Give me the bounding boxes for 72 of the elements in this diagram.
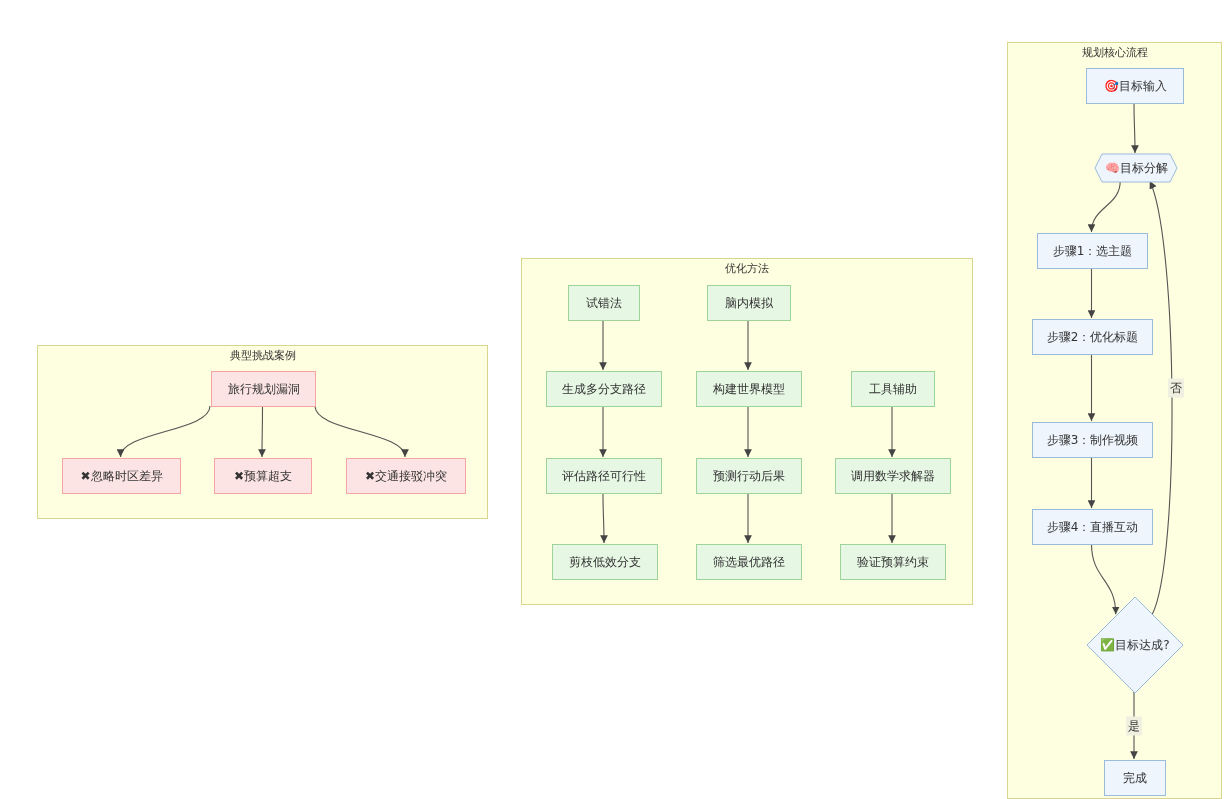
arrow (600, 492, 608, 544)
arrow (1087, 267, 1096, 319)
node-label: 步骤4：直播互动 (1046, 519, 1139, 535)
process-box (568, 285, 640, 321)
node-label: 调用数学求解器 (851, 468, 935, 484)
process-box (214, 458, 312, 494)
arrow (599, 319, 607, 371)
arrow (119, 405, 211, 458)
node-label: 工具辅助 (869, 381, 917, 397)
node-label: 🧠目标分解 (1104, 160, 1168, 176)
process-box (835, 458, 951, 494)
process-box (1086, 68, 1184, 104)
group-title: 规划核心流程 (1081, 46, 1148, 60)
process-box (546, 371, 662, 407)
arrow (744, 319, 752, 371)
arrow (1087, 353, 1096, 422)
node-label: 脑内模拟 (725, 295, 773, 311)
group-title: 典型挑战案例 (229, 349, 296, 363)
edge-label: 否 (1168, 378, 1184, 398)
process-box (840, 544, 946, 580)
node-label: 构建世界模型 (713, 381, 785, 397)
group-panel (521, 258, 973, 605)
arrow (888, 405, 896, 458)
process-box (1032, 319, 1153, 355)
node-label: ✖预算超支 (233, 468, 293, 484)
process-box (62, 458, 181, 494)
group-title: 优化方法 (725, 262, 769, 276)
node-label: 完成 (1123, 770, 1147, 786)
node-label: ✅目标达成? (1100, 637, 1170, 653)
group-panel (37, 345, 488, 519)
arrow (1148, 180, 1173, 615)
node-label: ✖交通接驳冲突 (364, 468, 448, 484)
hexagon-node (1095, 154, 1177, 182)
node-label: 预测行动后果 (713, 468, 785, 484)
arrow (258, 405, 266, 458)
process-box (696, 544, 802, 580)
process-box (1032, 422, 1153, 458)
process-box (1032, 509, 1153, 545)
node-label: 验证预算约束 (857, 554, 929, 570)
decision-diamond (1087, 597, 1183, 693)
process-box (851, 371, 935, 407)
node-label: ✖忽略时区差异 (80, 468, 163, 484)
process-box (696, 458, 802, 494)
arrow (1087, 456, 1096, 509)
node-label: 试错法 (586, 295, 622, 311)
process-box (346, 458, 466, 494)
arrow (744, 405, 752, 458)
edge-label: 是 (1126, 716, 1142, 735)
group-panel (1007, 42, 1222, 799)
process-box (1104, 760, 1166, 796)
node-label: 步骤3：制作视频 (1046, 432, 1139, 448)
arrow (888, 492, 896, 544)
arrow (1131, 102, 1139, 154)
node-label: 步骤1：选主题 (1052, 243, 1133, 259)
process-box (211, 371, 316, 407)
arrow (1090, 543, 1120, 615)
process-box (546, 458, 662, 494)
arrow (314, 405, 407, 458)
arrow (1088, 180, 1121, 233)
process-box (696, 371, 802, 407)
node-label: 剪枝低效分支 (569, 554, 641, 570)
process-box (1037, 233, 1148, 269)
node-label: 🎯目标输入 (1103, 78, 1167, 94)
process-box (707, 285, 791, 321)
node-label: 旅行规划漏洞 (227, 381, 300, 397)
arrow (744, 492, 752, 544)
node-label: 生成多分支路径 (562, 381, 646, 397)
arrow (599, 405, 607, 458)
node-label: 步骤2：优化标题 (1046, 329, 1139, 345)
node-label: 筛选最优路径 (713, 554, 785, 570)
process-box (552, 544, 658, 580)
node-label: 评估路径可行性 (562, 468, 646, 484)
